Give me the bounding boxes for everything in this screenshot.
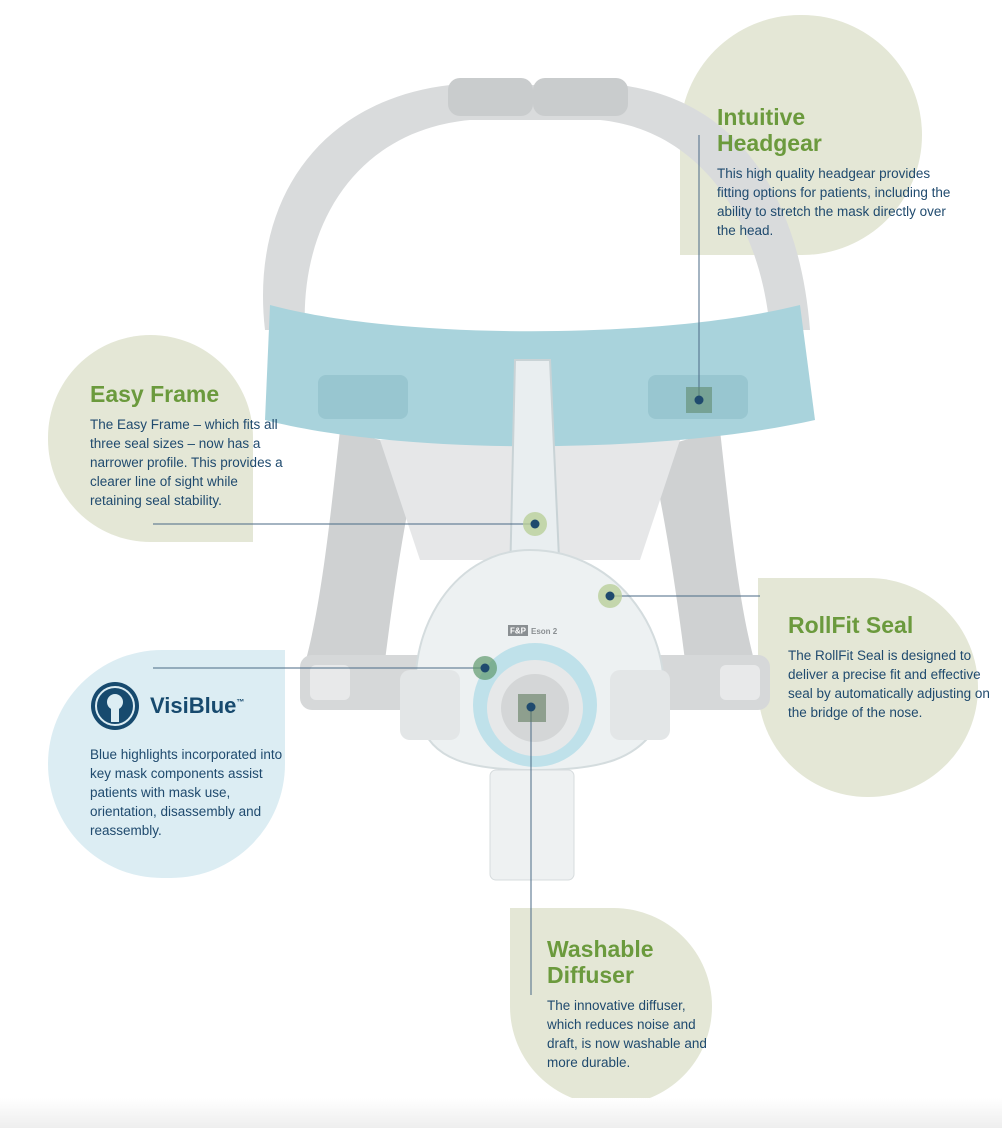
headgear-dot bbox=[694, 395, 704, 405]
diffuser-callout-bg bbox=[510, 908, 712, 1105]
headgear-top-strap bbox=[262, 78, 810, 330]
bottom-fade bbox=[0, 1098, 1002, 1128]
rollfit-callout: RollFit Seal The RollFit Seal is designe… bbox=[788, 612, 993, 722]
easy-frame-text: The Easy Frame – which fits all three se… bbox=[90, 417, 283, 508]
rollfit-dot bbox=[605, 591, 615, 601]
leader-lines bbox=[153, 135, 760, 995]
headgear-text: This high quality headgear provides fitt… bbox=[717, 166, 951, 238]
visiblue-dot bbox=[480, 663, 490, 673]
diffuser-text: The innovative diffuser, which reduces n… bbox=[547, 998, 707, 1070]
visiblue-callout: VisiBlue™ Blue highlights incorporated i… bbox=[90, 681, 285, 840]
visiblue-callout-bg bbox=[48, 650, 285, 878]
product-label: Eson 2 bbox=[531, 627, 558, 636]
rollfit-title: RollFit Seal bbox=[788, 612, 914, 638]
brand-mark: F&P bbox=[510, 627, 527, 636]
easy-frame-callout-bg bbox=[48, 335, 253, 542]
rollfit-callout-bg bbox=[758, 578, 978, 797]
easy-frame-callout: Easy Frame The Easy Frame – which fits a… bbox=[90, 381, 285, 510]
diffuser-dot bbox=[526, 702, 536, 712]
keyhole-icon bbox=[91, 682, 139, 730]
rollfit-text: The RollFit Seal is designed to deliver … bbox=[788, 648, 990, 720]
easy-frame-title: Easy Frame bbox=[90, 381, 220, 407]
brand-mark-bg bbox=[508, 625, 528, 636]
visiblue-text: Blue highlights incorporated into key ma… bbox=[90, 747, 283, 838]
easy-frame-dot bbox=[530, 519, 540, 529]
visiblue-title: VisiBlue™ bbox=[150, 693, 245, 718]
easy-frame bbox=[508, 359, 562, 581]
